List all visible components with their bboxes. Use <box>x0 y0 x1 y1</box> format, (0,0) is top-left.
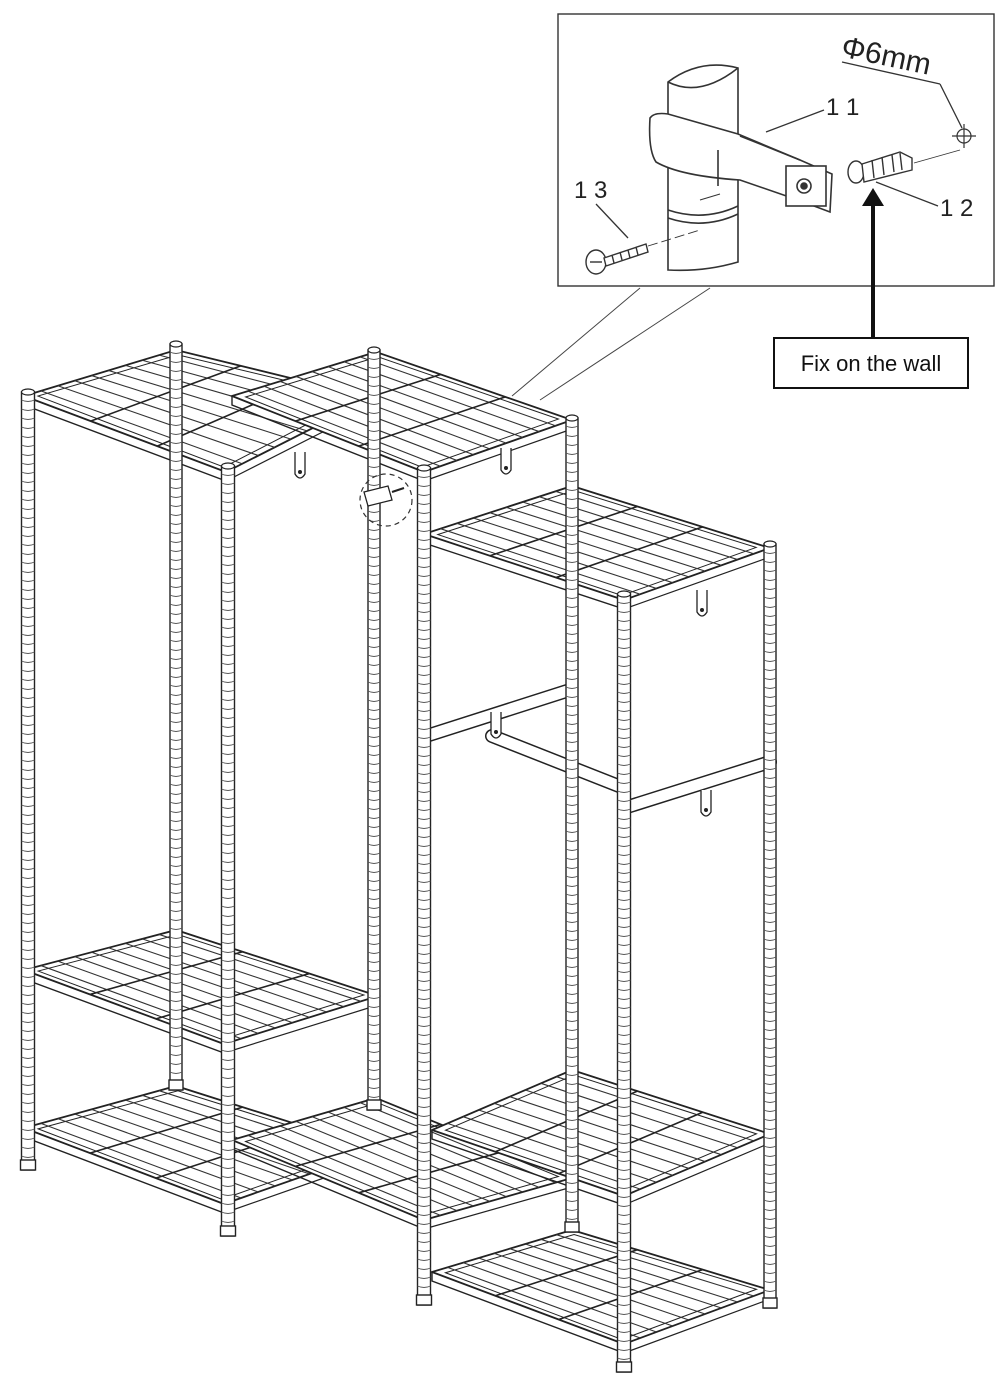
anchor-centerline <box>913 149 961 164</box>
anchor-detail <box>847 151 913 184</box>
pole-left-front <box>19 388 37 1171</box>
pole-right-outer <box>762 540 778 1309</box>
part-leader-12 <box>875 181 939 207</box>
hole-spec-underline <box>841 61 941 85</box>
right-middle-shelf <box>429 1069 773 1206</box>
pole-left-back <box>168 340 184 1091</box>
right-top-shelf <box>421 485 773 610</box>
pole-middle-front <box>415 464 433 1306</box>
screw-centerline <box>647 229 701 247</box>
right-bottom-shelf <box>429 1229 773 1355</box>
hanging-rod-cross <box>485 729 631 795</box>
part-label-12: 1 2 <box>940 195 973 222</box>
part-leader-13 <box>595 203 629 239</box>
part-label-11: 1 1 <box>826 94 859 121</box>
wall-fix-location-marker <box>359 473 413 527</box>
part-leader-11 <box>765 109 825 133</box>
callout-arrowhead <box>862 188 884 206</box>
hook-right-rod-back <box>490 712 502 739</box>
wall-hole-marker <box>952 124 976 148</box>
hanging-rod-front <box>617 755 777 815</box>
middle-top-shelf <box>229 351 575 483</box>
part-label-13: 1 3 <box>574 177 607 204</box>
hook-right-top <box>696 590 708 617</box>
pole-right-front <box>615 590 633 1373</box>
callout-text: Fix on the wall <box>801 351 942 376</box>
wall-fix-callout: Fix on the wall <box>773 188 969 389</box>
bracket-detail <box>648 112 833 214</box>
hook-right-rod-front <box>700 790 712 817</box>
screw-detail <box>585 243 649 275</box>
pole-left-inner <box>219 462 237 1237</box>
pole-middle-back <box>366 346 382 1111</box>
detail-inset: Φ6mm 1 1 1 2 1 3 <box>557 13 995 287</box>
left-middle-shelf <box>21 929 381 1055</box>
hole-spec-leader <box>939 83 963 129</box>
pole-right-back <box>564 414 580 1233</box>
hook-left-top <box>294 452 306 479</box>
callout-box <box>773 337 969 389</box>
hook-middle-top <box>500 448 512 475</box>
wire-shelving-unit <box>19 340 778 1373</box>
detail-pointer-lines <box>511 287 711 401</box>
